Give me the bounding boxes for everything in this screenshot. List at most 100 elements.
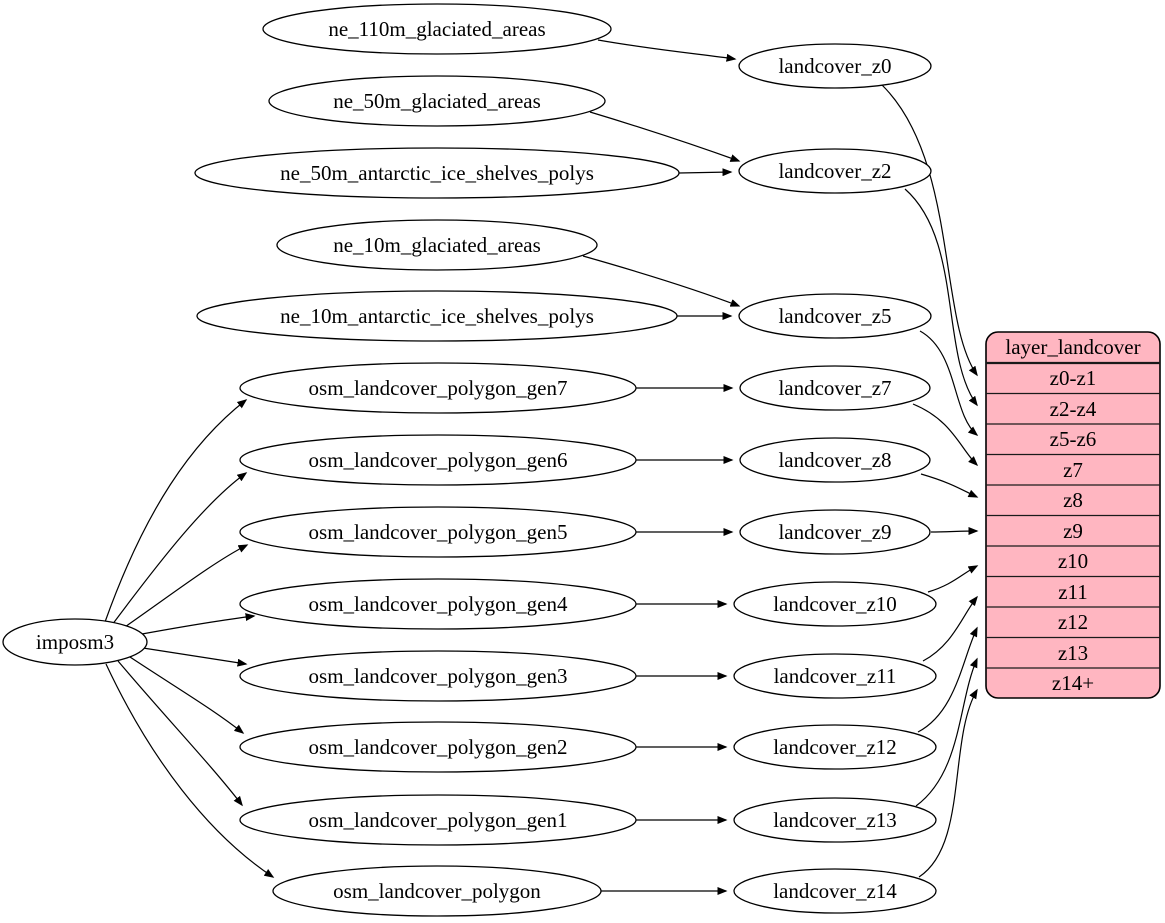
edge-imposm3-to-osm-landcover-polygon-gen7 [104,399,248,623]
osm-landcover-polygon-label: osm_landcover_polygon [333,879,541,903]
osm-landcover-polygon-gen5-label: osm_landcover_polygon_gen5 [309,520,568,544]
landcover-z13-label: landcover_z13 [773,808,897,832]
landcover-z11-ellipse [733,653,937,699]
node-osm-landcover-polygon-gen7: osm_landcover_polygon_gen7 [239,362,637,414]
osm-landcover-polygon-gen4-ellipse [239,578,637,630]
osm-landcover-polygon-gen6-label: osm_landcover_polygon_gen6 [309,448,568,472]
osm-landcover-polygon-gen5-ellipse [239,506,637,558]
edge-group [104,39,979,895]
landcover-z9-ellipse [739,509,931,555]
node-landcover-z13: landcover_z13 [733,797,937,843]
landcover-z7-ellipse [739,365,931,411]
osm-landcover-polygon-gen3-label: osm_landcover_polygon_gen3 [309,664,568,688]
node-osm-landcover-polygon-gen4: osm_landcover_polygon_gen4 [239,578,637,630]
ne-50m-antarctic-ice-shelves-polys-ellipse [194,147,680,199]
ne-10m-glaciated-areas-label: ne_10m_glaciated_areas [333,233,541,257]
osm-landcover-polygon-ellipse [272,865,602,917]
node-landcover-z8: landcover_z8 [739,437,931,483]
landcover-z11-label: landcover_z11 [774,664,897,688]
node-landcover-z9: landcover_z9 [739,509,931,555]
landcover-z12-ellipse [733,724,937,770]
landcover-z14-label: landcover_z14 [773,879,897,903]
edge-landcover-z11-to-row-z11 [922,595,978,662]
node-landcover-z7: landcover_z7 [739,365,931,411]
node-landcover-z5: landcover_z5 [738,293,932,339]
landcover-z8-label: landcover_z8 [778,448,891,472]
table-row-z7: z7 [1063,458,1083,482]
landcover-z8-ellipse [739,437,931,483]
table-row-z0-z1: z0-z1 [1050,366,1097,390]
landcover-z9-label: landcover_z9 [778,520,891,544]
osm-landcover-polygon-gen3-ellipse [239,650,637,702]
ne-50m-glaciated-areas-label: ne_50m_glaciated_areas [333,89,541,113]
osm-landcover-polygon-gen6-ellipse [239,434,637,486]
ne-110m-glaciated-areas-ellipse [262,3,612,55]
ne-10m-antarctic-ice-shelves-polys-ellipse [196,290,678,342]
table-row-z2-z4: z2-z4 [1050,397,1097,421]
node-landcover-z14: landcover_z14 [733,868,937,914]
node-osm-landcover-polygon-gen2: osm_landcover_polygon_gen2 [239,721,637,773]
layer-landcover-table-title: layer_landcover [1005,335,1140,359]
node-landcover-z12: landcover_z12 [733,724,937,770]
osm-landcover-polygon-gen1-ellipse [239,794,637,846]
edge-imposm3-to-osm-landcover-polygon-gen3 [142,647,248,667]
edge-landcover-z0-to-row-z0-z1 [881,84,978,377]
osm-landcover-polygon-gen2-ellipse [239,721,637,773]
node-osm-landcover-polygon-gen3: osm_landcover_polygon_gen3 [239,650,637,702]
node-ne-10m-antarctic-ice-shelves-polys: ne_10m_antarctic_ice_shelves_polys [196,290,678,342]
node-ne-50m-antarctic-ice-shelves-polys: ne_50m_antarctic_ice_shelves_polys [194,147,680,199]
edge-ne-50m-glaciated-areas-to-landcover-z2 [589,111,741,162]
landcover-z5-label: landcover_z5 [778,304,891,328]
ne-110m-glaciated-areas-label: ne_110m_glaciated_areas [328,17,545,41]
edge-ne-50m-antarctic-ice-shelves-polys-to-landcover-z2 [678,168,733,177]
landcover-z2-ellipse [738,148,932,194]
landcover-z13-ellipse [733,797,937,843]
osm-landcover-polygon-gen7-ellipse [239,362,637,414]
table-row-z11: z11 [1058,580,1088,604]
landcover-z7-label: landcover_z7 [778,376,891,400]
edge-imposm3-to-osm-landcover-polygon-gen1 [117,660,243,807]
edge-ne-110m-glaciated-areas-to-landcover-z0 [597,39,737,62]
landcover-z0-label: landcover_z0 [778,54,891,78]
landcover-z2-label: landcover_z2 [778,159,891,183]
landcover-z12-label: landcover_z12 [773,735,897,759]
edge-imposm3-to-osm-landcover-polygon-gen6 [111,472,248,626]
edge-imposm3-to-osm-landcover-polygon [105,663,275,878]
edge-landcover-z14-to-row-z14plus [918,688,978,878]
edge-landcover-z9-to-row-z9 [930,527,979,536]
landcover-z5-ellipse [738,293,932,339]
osm-landcover-polygon-gen2-label: osm_landcover_polygon_gen2 [309,735,568,759]
imposm3-label: imposm3 [36,630,114,654]
node-ne-50m-glaciated-areas: ne_50m_glaciated_areas [268,75,606,127]
edge-landcover-z12-to-row-z12 [917,626,978,733]
table-row-z12: z12 [1058,610,1088,634]
ne-10m-glaciated-areas-ellipse [276,219,598,271]
node-landcover-z0: landcover_z0 [738,43,932,89]
edge-landcover-z2-to-row-z2-z4 [904,188,978,407]
node-ne-10m-glaciated-areas: ne_10m_glaciated_areas [276,219,598,271]
landcover-z0-ellipse [738,43,932,89]
node-osm-landcover-polygon-gen5: osm_landcover_polygon_gen5 [239,506,637,558]
table-row-z10: z10 [1058,549,1088,573]
osm-landcover-polygon-gen4-label: osm_landcover_polygon_gen4 [309,592,568,616]
table-row-z5-z6: z5-z6 [1050,427,1097,451]
node-landcover-z11: landcover_z11 [733,653,937,699]
edge-ne-10m-glaciated-areas-to-landcover-z5 [582,255,741,307]
edge-imposm3-to-osm-landcover-polygon-gen2 [129,656,245,734]
ne-10m-antarctic-ice-shelves-polys-label: ne_10m_antarctic_ice_shelves_polys [280,304,594,328]
layer-landcover-table: layer_landcover z0-z1 z2-z4 z5-z6 z7 z8 … [985,331,1161,699]
table-row-z14plus: z14+ [1052,671,1094,695]
edge-landcover-z10-to-row-z10 [927,565,979,593]
imposm3-ellipse [2,618,148,666]
osm-landcover-polygon-gen7-label: osm_landcover_polygon_gen7 [309,376,568,400]
edge-landcover-z13-to-row-z13 [915,657,978,807]
landcover-z10-ellipse [733,581,937,627]
osm-landcover-polygon-gen1-label: osm_landcover_polygon_gen1 [309,808,568,832]
table-row-z8: z8 [1063,488,1083,512]
landcover-z14-ellipse [733,868,937,914]
landcover-z10-label: landcover_z10 [773,592,897,616]
node-osm-landcover-polygon: osm_landcover_polygon [272,865,602,917]
node-imposm3: imposm3 [2,618,148,666]
